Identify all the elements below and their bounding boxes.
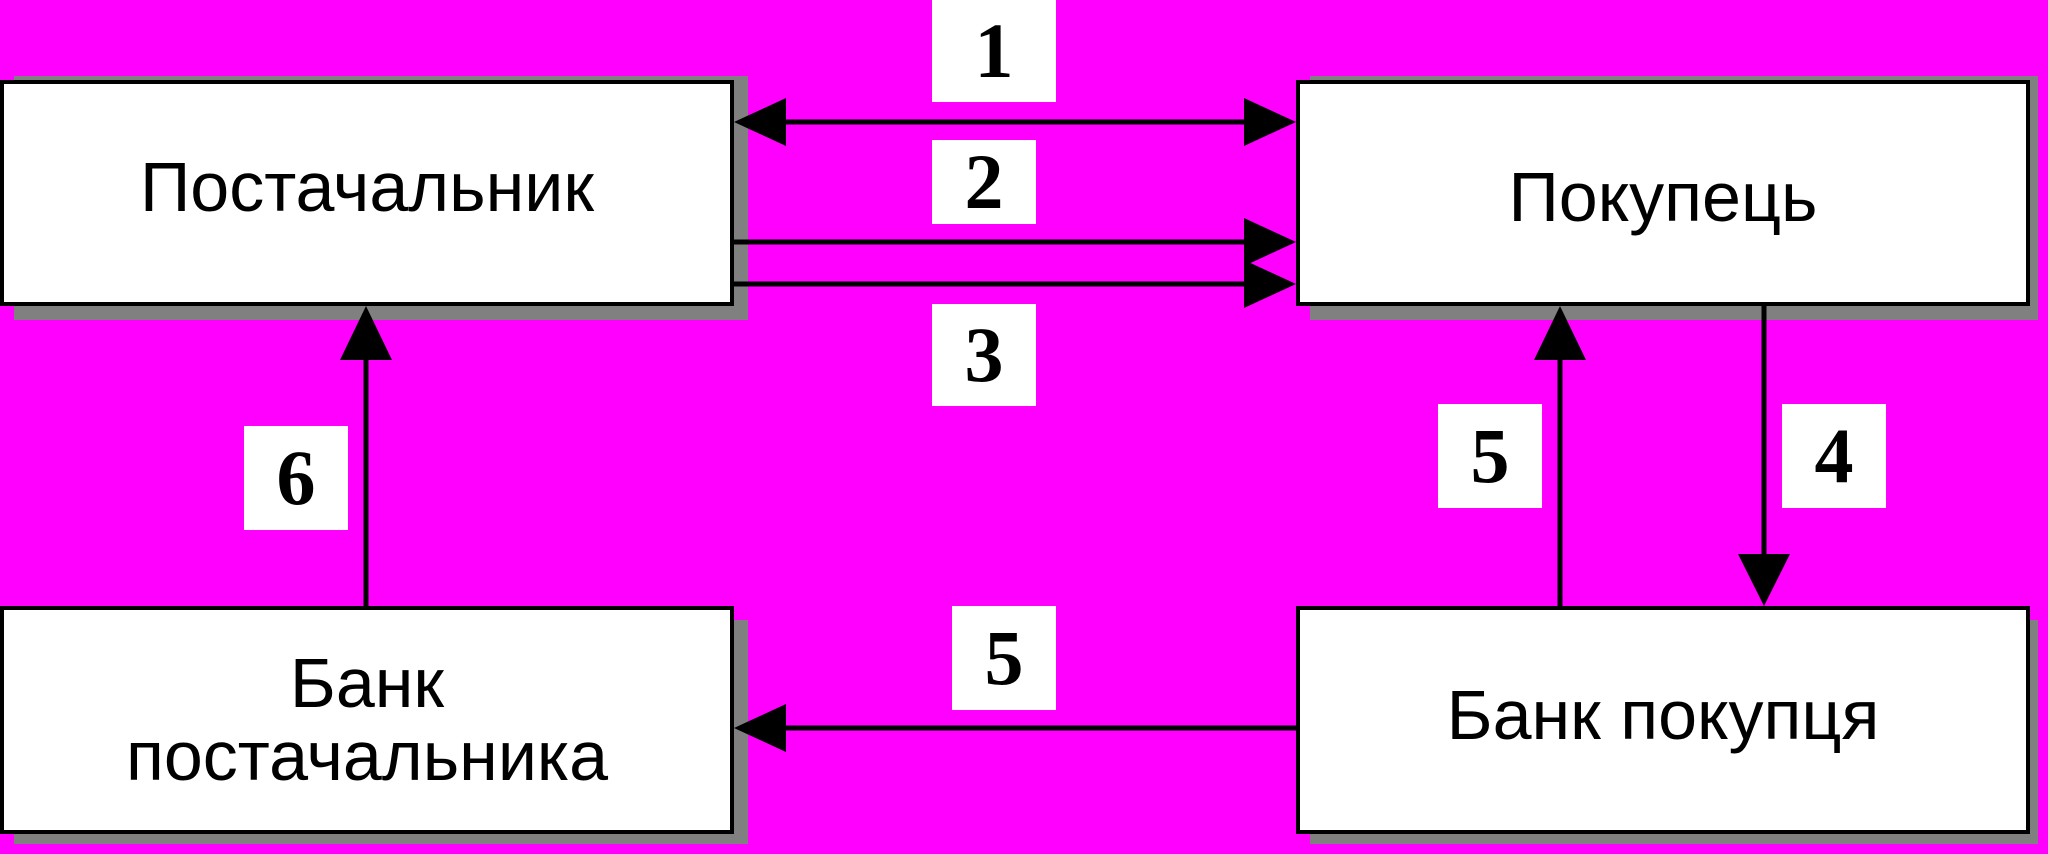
buyer-label: Покупець bbox=[1508, 158, 1818, 237]
step-label-3: 3 bbox=[932, 304, 1036, 406]
step-label-5-bottom: 5 bbox=[952, 606, 1056, 710]
arrow-3 bbox=[734, 260, 1296, 308]
step-label-2: 2 bbox=[932, 138, 1036, 225]
supplier-bank-label-line1: Банк bbox=[289, 643, 445, 722]
supplier-bank-label-line2: постачальника bbox=[125, 717, 609, 795]
step-label-6: 6 bbox=[244, 426, 348, 530]
supplier-box: Постачальник bbox=[0, 80, 734, 306]
arrow-1-bidirectional bbox=[734, 98, 1296, 146]
buyer-box: Покупець bbox=[1296, 80, 2030, 306]
supplier-label: Постачальник bbox=[139, 148, 594, 227]
arrow-5-right bbox=[1534, 306, 1586, 606]
step-label-4: 4 bbox=[1782, 404, 1886, 508]
arrow-4 bbox=[1738, 306, 1790, 606]
buyer-bank-label: Банк покупця bbox=[1446, 676, 1880, 755]
arrow-5-bottom bbox=[734, 704, 1296, 752]
arrow-2 bbox=[734, 218, 1296, 266]
supplier-bank-label: Банк постачальника bbox=[125, 643, 609, 795]
supplier-bank-box: Банк постачальника bbox=[0, 606, 734, 834]
step-label-5-right: 5 bbox=[1438, 404, 1542, 508]
buyer-bank-box: Банк покупця bbox=[1296, 606, 2030, 834]
step-label-1: 1 bbox=[932, 0, 1056, 102]
arrow-6 bbox=[340, 306, 392, 606]
